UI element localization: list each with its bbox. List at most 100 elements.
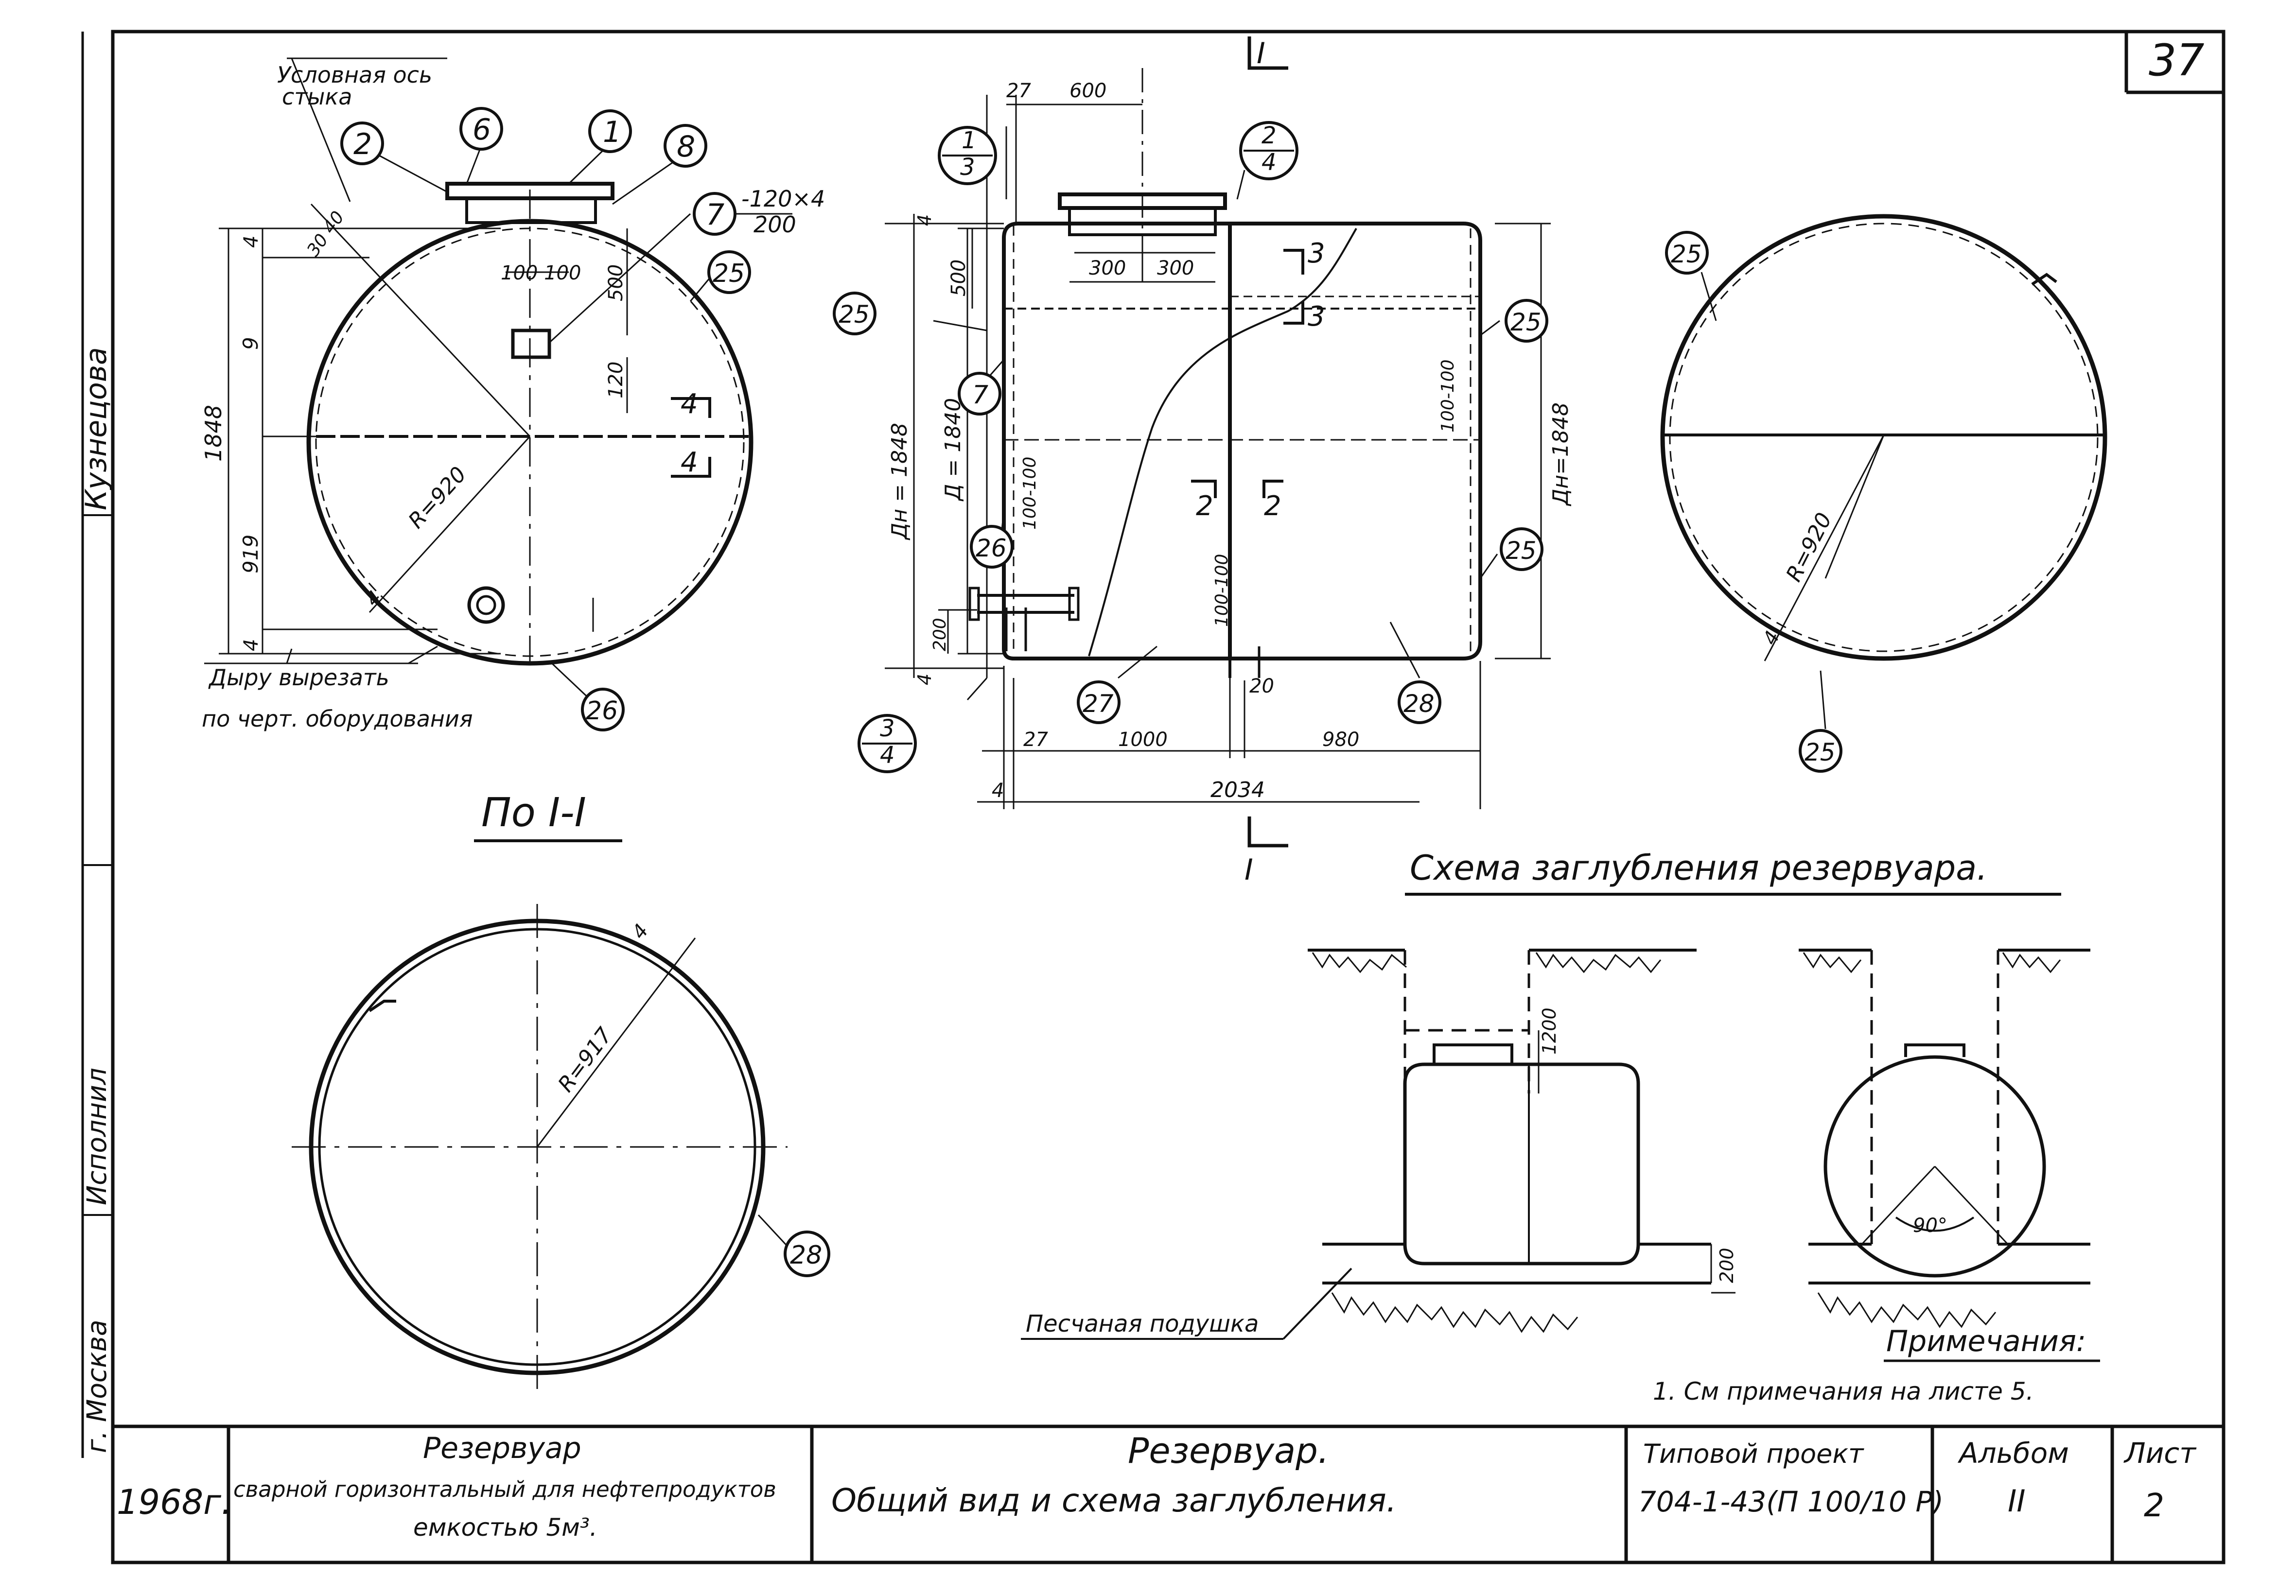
title-sheet-label: Лист: [2123, 1437, 2197, 1470]
hole-note-line1: Дыру вырезать: [208, 664, 389, 691]
dim-100-100-left-mid: 100-100: [1020, 457, 1040, 530]
callout-25-mid-right-top: 25: [1510, 308, 1542, 336]
title-drawing-l2: Общий вид и схема заглубления.: [831, 1482, 1397, 1519]
callout-26-mid: 26: [976, 534, 1007, 562]
sand-label: Песчаная подушка: [1026, 1310, 1259, 1337]
section-mark-3a: 3: [1308, 238, 1325, 269]
middle-view-callouts: [833, 121, 1548, 773]
callout-25-mid-right-bottom: 25: [1506, 537, 1537, 565]
tank-body-left: [1002, 222, 1232, 660]
left-view-nozzle-outer: [467, 586, 505, 624]
callout-7-mid: 7: [972, 381, 988, 410]
scheme-depth: 1200: [1539, 1007, 1560, 1055]
title-drawing-l1: Резервуар.: [1128, 1430, 1329, 1471]
scheme-title: Схема заглубления резервуара.: [1410, 848, 1987, 888]
dim-300a: 300: [1089, 257, 1126, 279]
sheet-frame: [81, 30, 2226, 1564]
left-view-nozzle-inner: [476, 595, 496, 615]
radius-right: R=920: [1781, 509, 1837, 586]
notes-title: Примечания:: [1886, 1324, 2086, 1358]
dim-dn-left: Дн = 1848: [887, 423, 912, 540]
ref-3-4-num: 3: [880, 715, 895, 742]
axis-note-line1: Условная ось: [277, 62, 432, 88]
section-mark-2b: 2: [1264, 490, 1281, 522]
dim-d-inner: Д = 1840: [941, 398, 965, 502]
callout-27-mid: 27: [1083, 690, 1114, 718]
callout-26-left: 26: [586, 696, 618, 726]
note-1: 1. См примечания на листе 5.: [1653, 1377, 2034, 1405]
dim-9: 9: [239, 337, 263, 350]
callout-25-left: 25: [713, 259, 745, 288]
section-mark-3b: 3: [1308, 301, 1325, 332]
callout-25-mid-left: 25: [839, 300, 870, 329]
dim-27-bottom: 27: [1023, 729, 1048, 751]
ref-1-3-den: 3: [960, 154, 975, 181]
callout-1-left: 1: [603, 115, 621, 149]
dim-100-100-right-mid: 100-100: [1438, 360, 1458, 433]
dim-4-bottom-mid: 4: [914, 674, 935, 685]
title-project-label: Типовой проект: [1643, 1439, 1864, 1469]
tank-body-right: [1228, 222, 1482, 660]
dim-600: 600: [1069, 80, 1106, 102]
callout-6-left: 6: [473, 113, 491, 147]
radius-section: R=917: [553, 1023, 617, 1097]
dim-500-mid: 500: [947, 260, 970, 296]
burial-scheme: [1021, 949, 2090, 1340]
dim-30-40: 30 40: [303, 208, 349, 260]
dim-20: 20: [1249, 675, 1274, 697]
dim-1848-left: 1848: [200, 405, 227, 462]
callout-25-right-top: [1665, 231, 1709, 275]
left-view-radius-line: [368, 435, 531, 613]
dim-4-bottom-left: 4: [240, 639, 263, 651]
title-album-label: Альбом: [1957, 1437, 2069, 1470]
section-mark-4a: 4: [681, 388, 698, 420]
dim-4-total: 4: [992, 780, 1004, 802]
dim-919: 919: [239, 535, 263, 573]
dim-300b: 300: [1157, 257, 1194, 279]
dim-200-mid: 200: [930, 618, 950, 651]
radius-left: R=920: [403, 462, 471, 534]
right-view-shell: [1660, 214, 2107, 661]
callout-2-left: 2: [353, 127, 372, 161]
scheme-tank-side: [1403, 1062, 1640, 1266]
dim-4-top-left: 4: [240, 236, 263, 248]
stamp-city: г. Москва: [81, 1319, 112, 1453]
callout-25-right-bottom: [1799, 729, 1842, 773]
dim-100-100-left: 100 100: [501, 262, 581, 284]
right-view: [1660, 214, 2107, 729]
section-mark-bottom: I: [1244, 853, 1253, 887]
axis-note-line2: стыка: [282, 84, 352, 110]
title-album-value: II: [2008, 1483, 2026, 1519]
stamp-name: Кузнецова: [79, 347, 113, 510]
title-sheet-value: 2: [2144, 1487, 2164, 1524]
scheme-tank-end: [1823, 1055, 2046, 1278]
callout-8-left: 8: [677, 130, 695, 164]
callout-7-dim-num: -120×4: [741, 186, 825, 212]
middle-view: [885, 36, 1551, 848]
section-mark-top: I: [1257, 36, 1265, 70]
callout-28-section: [784, 1231, 830, 1277]
callout-7-dim-den: 200: [754, 211, 796, 238]
section-title: По I-I: [481, 790, 586, 836]
callout-25-right-top-text: 25: [1671, 240, 1702, 268]
ref-1-3-num: 1: [962, 127, 977, 154]
stamp-role: Исполнил: [81, 1068, 112, 1205]
callout-28-mid: 28: [1403, 690, 1435, 718]
dim-dn-right: Дн=1848: [1548, 402, 1573, 506]
title-year: 1968г.: [117, 1482, 232, 1522]
dim-100-100-mid: 100-100: [1212, 554, 1232, 627]
section-mark-2a: 2: [1196, 490, 1213, 522]
dim-980: 980: [1322, 729, 1359, 751]
title-project-code: 704-1-43(П 100/10 Р): [1638, 1485, 1944, 1518]
section-mark-4b: 4: [681, 447, 698, 478]
sheet-number: 37: [2149, 35, 2205, 86]
title-object-l1: Резервуар: [423, 1431, 581, 1465]
left-view-manhole-neck: [465, 197, 597, 224]
title-object-l3: емкостью 5м³.: [413, 1513, 597, 1542]
hole-note-line2: по черт. оборудования: [202, 706, 473, 732]
dim-4-top-mid: 4: [914, 214, 935, 226]
left-view-support-plate: [511, 329, 551, 359]
ref-3-4-den: 4: [880, 742, 895, 769]
left-view-diag-axis: [310, 203, 531, 437]
